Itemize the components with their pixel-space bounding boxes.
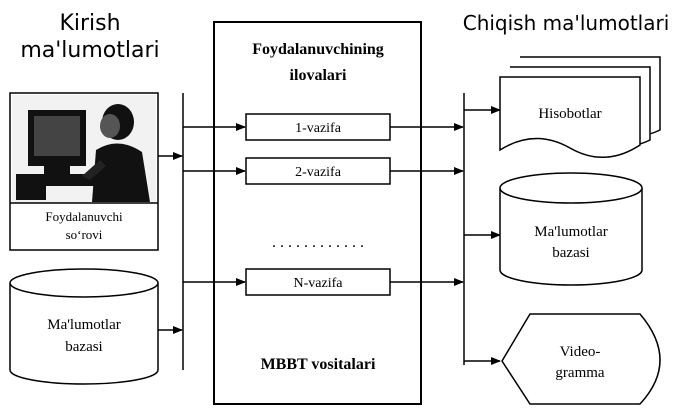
task-ellipsis: . . . . . . . . . . . . bbox=[272, 234, 364, 251]
videogram-label-line1: Video- bbox=[560, 344, 601, 360]
videogram-label-line2: gramma bbox=[555, 365, 604, 381]
user-request-box: Foydalanuvchi so‘rovi bbox=[9, 92, 159, 251]
task-n-label: N-vazifa bbox=[294, 276, 344, 291]
reports-label: Hisobotlar bbox=[538, 106, 601, 122]
applications-title-line2: ilovalari bbox=[290, 67, 347, 84]
dbms-tools-label: MBBT vositalari bbox=[261, 356, 376, 373]
input-database-label-line2: bazasi bbox=[65, 339, 102, 355]
applications-title-line1: Foydalanuvchining bbox=[252, 41, 384, 58]
output-title: Chiqish ma'lumotlari bbox=[463, 11, 670, 35]
output-database-cylinder: Ma'lumotlar bazasi bbox=[499, 172, 643, 286]
task-n-box bbox=[245, 268, 391, 296]
task-1-label: 1-vazifa bbox=[295, 121, 342, 136]
task-2-box bbox=[245, 157, 391, 185]
reports-documents: Hisobotlar bbox=[499, 56, 661, 159]
user-request-label-line2: so‘rovi bbox=[66, 227, 103, 242]
computer-user-icon bbox=[16, 104, 150, 202]
input-title-line1: Kirish bbox=[59, 11, 120, 36]
input-database-label-line1: Ma'lumotlar bbox=[47, 317, 121, 333]
applications-box: Foydalanuvchining ilovalari 1-vazifa 2-v… bbox=[213, 21, 422, 405]
output-database-label-line2: bazasi bbox=[552, 245, 589, 261]
input-title-line2: ma'lumotlari bbox=[20, 38, 159, 63]
input-database-cylinder: Ma'lumotlar bazasi bbox=[9, 268, 159, 385]
output-database-label-line1: Ma'lumotlar bbox=[534, 224, 608, 240]
task-2-label: 2-vazifa bbox=[295, 165, 342, 180]
videogram-display-shape: Video- gramma bbox=[501, 313, 661, 405]
user-request-label-line1: Foydalanuvchi bbox=[45, 209, 123, 224]
